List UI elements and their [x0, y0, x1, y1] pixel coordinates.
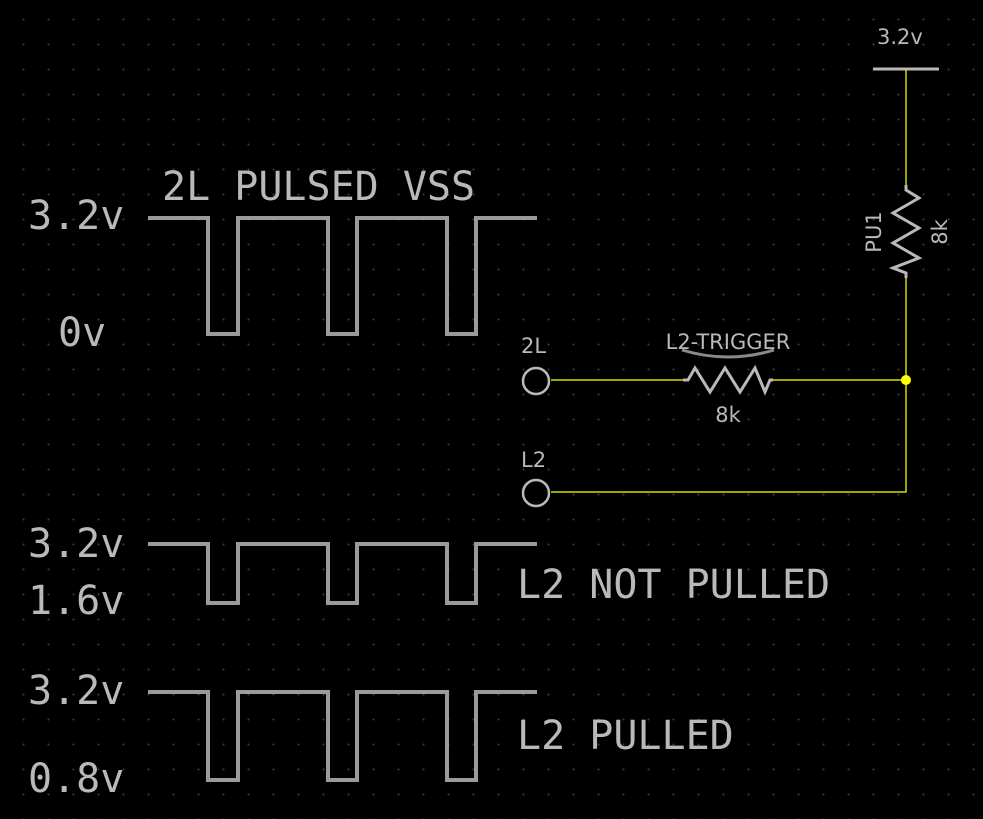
waveform-title-not-pulled: L2 NOT PULLED [517, 562, 830, 608]
pin-2l[interactable]: 2L [521, 334, 551, 396]
low-voltage-label: 0v [58, 310, 106, 356]
pin-circle [521, 366, 551, 396]
waveform-not-pulled: 3.2v 1.6v L2 NOT PULLED [28, 521, 830, 624]
junction-dot [901, 375, 911, 385]
pin-label: L2 [521, 448, 546, 472]
pin-circle [521, 478, 551, 508]
trigger-resistor-arc [681, 348, 775, 359]
low-voltage-label: 0.8v [28, 756, 124, 802]
waveform-title-pulsed-vss: 2L PULSED VSS [162, 164, 475, 210]
wire-junction-to-l2 [551, 380, 907, 493]
trigger-resistor-symbol [683, 364, 773, 396]
circuit: 3.2v PU1 8k L2-TRIGGER 8k 2L L2 [521, 25, 952, 508]
pullup-resistor-symbol [888, 185, 923, 278]
waveform-title-pulled: L2 PULLED [517, 713, 734, 759]
waveform-pulled: 3.2v 0.8v L2 PULLED [28, 668, 734, 802]
high-voltage-label: 3.2v [28, 193, 124, 239]
pin-l2[interactable]: L2 [521, 448, 551, 508]
high-voltage-label: 3.2v [28, 521, 124, 567]
pullup-resistor-name: PU1 [862, 211, 886, 252]
low-voltage-label: 1.6v [28, 578, 124, 624]
trigger-resistor[interactable]: L2-TRIGGER 8k [666, 330, 791, 427]
supply-voltage-label: 3.2v [877, 25, 923, 49]
waveform-trace [148, 690, 537, 782]
waveform-trace [148, 216, 537, 336]
pullup-resistor-value: 8k [928, 218, 952, 244]
waveform-trace [148, 542, 537, 605]
high-voltage-label: 3.2v [28, 668, 124, 714]
waveform-pulsed-vss: 2L PULSED VSS 3.2v 0v [28, 164, 537, 356]
pullup-resistor[interactable]: PU1 8k [862, 185, 952, 278]
trigger-resistor-value: 8k [715, 403, 741, 427]
pin-label: 2L [521, 334, 546, 358]
